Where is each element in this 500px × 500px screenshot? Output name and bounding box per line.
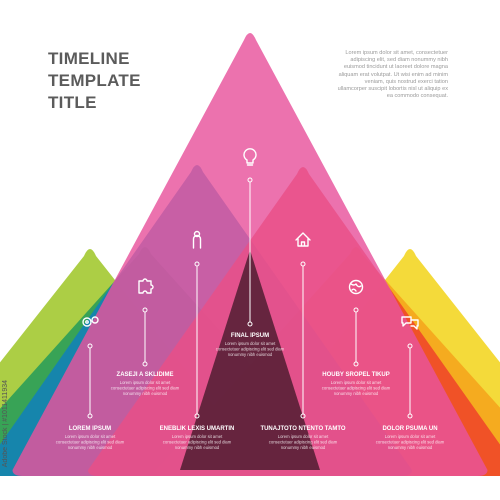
person-icon xyxy=(192,230,202,249)
gears-icon xyxy=(82,316,99,327)
center-overlap-shade xyxy=(180,250,320,470)
milestone-body-line: nonummy nibh euismod xyxy=(175,445,220,450)
milestone-label: HOUBY SROPEL TIKUP xyxy=(322,372,389,378)
globe-icon xyxy=(348,279,364,295)
lightbulb-icon xyxy=(243,148,257,166)
milestone-label: ENEBLIK LEXIS UMARTIN xyxy=(160,426,235,432)
milestone-body-line: Lorem ipsum dolor sit amet xyxy=(385,434,436,439)
stock-credit: Adobe Stock | #1011411934 xyxy=(2,380,9,468)
puzzle-icon xyxy=(138,278,154,294)
speech-bubbles-icon xyxy=(401,316,419,330)
milestone-body-line: Lorem ipsum dolor sit amet xyxy=(120,380,171,385)
marker-bottom-dot xyxy=(247,321,253,327)
milestone-label: LOREM IPSUM xyxy=(69,426,111,432)
marker-bottom-dot xyxy=(87,413,93,419)
marker-bottom-dot xyxy=(300,413,306,419)
title-line-3: TITLE xyxy=(48,93,97,112)
milestone-7: DOLOR PSUMA UN Lorem ipsum dolor sit amet… xyxy=(376,316,445,450)
milestone-3: ENEBLIK LEXIS UMARTIN Lorem ipsum dolor s… xyxy=(160,230,235,450)
milestone-body-line: consectetuer adipiscing elit sed diam xyxy=(216,347,285,352)
milestone-body-line: consectetuer adipiscing elit sed diam xyxy=(163,440,232,445)
marker-bottom-dot xyxy=(194,413,200,419)
milestone-body-line: nonummy nibh euismod xyxy=(228,352,273,357)
marker-bottom-dot xyxy=(142,361,148,367)
milestone-body-line: Lorem ipsum dolor sit amet xyxy=(172,434,223,439)
milestone-body-line: Lorem ipsum dolor sit amet xyxy=(65,434,116,439)
milestone-5: TUNAJTOTO NTENTO TAMTO Lorem ipsum dolor … xyxy=(260,232,346,450)
milestone-label: ZASEJI A SKLIDIME xyxy=(117,372,174,378)
milestone-label: TUNAJTOTO NTENTO TAMTO xyxy=(260,426,345,432)
milestone-body-line: nonummy nibh euismod xyxy=(334,391,379,396)
milestone-body-line: consectetuer adipiscing elit sed diam xyxy=(376,440,445,445)
milestone-4: FINAL IPSUM Lorem ipsum dolor sit ametcon… xyxy=(216,148,285,357)
milestone-body-line: Lorem ipsum dolor sit amet xyxy=(331,380,382,385)
milestone-body-line: nonummy nibh euismod xyxy=(388,445,433,450)
milestone-body-line: nonummy nibh euismod xyxy=(123,391,168,396)
milestone-6: HOUBY SROPEL TIKUP Lorem ipsum dolor sit … xyxy=(322,279,391,396)
milestone-2: ZASEJI A SKLIDIME Lorem ipsum dolor sit a… xyxy=(111,278,180,396)
milestone-body-line: consectetuer adipiscing elit sed diam xyxy=(322,386,391,391)
marker-bottom-dot xyxy=(353,361,359,367)
house-icon xyxy=(295,232,311,247)
milestone-1: LOREM IPSUM Lorem ipsum dolor sit ametcon… xyxy=(56,316,125,450)
milestone-body-line: consectetuer adipiscing elit sed diam xyxy=(269,440,338,445)
title-line-1: TIMELINE xyxy=(48,49,130,68)
mountain-peaks xyxy=(0,33,500,476)
milestone-body-line: Lorem ipsum dolor sit amet xyxy=(225,341,276,346)
milestone-body-line: nonummy nibh euismod xyxy=(281,445,326,450)
milestone-label: DOLOR PSUMA UN xyxy=(382,426,437,432)
marker-bottom-dot xyxy=(407,413,413,419)
milestone-body-line: nonummy nibh euismod xyxy=(68,445,113,450)
title-line-2: TEMPLATE xyxy=(48,71,141,90)
intro-paragraph: Lorem ipsum dolor sit amet, consectetuer… xyxy=(337,50,448,100)
milestone-label: FINAL IPSUM xyxy=(231,333,269,339)
milestone-body-line: consectetuer adipiscing elit sed diam xyxy=(56,440,125,445)
milestone-body-line: consectetuer adipiscing elit sed diam xyxy=(111,386,180,391)
milestone-body-line: Lorem ipsum dolor sit amet xyxy=(278,434,329,439)
page-title: TIMELINE TEMPLATE TITLE xyxy=(48,48,141,114)
